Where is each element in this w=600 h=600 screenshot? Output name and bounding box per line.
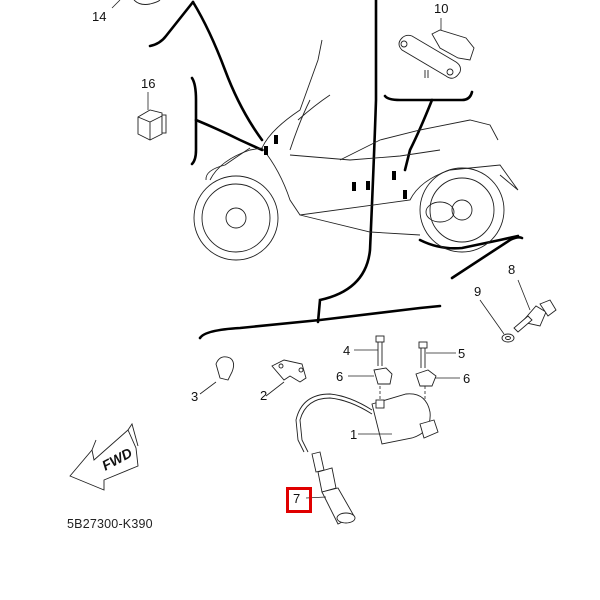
callout-9[interactable]: 9 — [474, 284, 482, 299]
part-14-shape — [133, 0, 161, 5]
callout-5[interactable]: 5 — [458, 346, 466, 361]
part-4-bolt — [354, 335, 385, 366]
callout-8[interactable]: 8 — [508, 262, 516, 277]
part-5-bolt — [418, 341, 456, 368]
scooter-illustration — [193, 39, 519, 261]
callout-1[interactable]: 1 — [350, 427, 358, 442]
part-3-clamp — [199, 356, 235, 395]
part-1-ignition-coil — [295, 393, 439, 453]
callout-3[interactable]: 3 — [191, 389, 199, 404]
part-9-gasket — [479, 299, 515, 343]
callout-4[interactable]: 4 — [343, 343, 351, 358]
callout-6-right[interactable]: 6 — [463, 371, 471, 386]
callout-14[interactable]: 14 — [92, 9, 107, 24]
part-6-nut-a — [348, 367, 393, 385]
part-8-sensor — [513, 279, 557, 333]
part-10-connector — [398, 18, 475, 79]
callout-2[interactable]: 2 — [260, 388, 268, 403]
highlight-box-part-7 — [286, 487, 312, 513]
part-6-nut-b — [415, 369, 460, 387]
callout-16[interactable]: 16 — [141, 76, 156, 91]
callout-7[interactable]: 7 — [293, 491, 301, 506]
catalog-code: 5B27300-K390 — [67, 517, 153, 531]
part-2-bracket — [265, 359, 307, 397]
callout-6-left[interactable]: 6 — [336, 369, 344, 384]
part-7-plug-cap — [305, 451, 356, 525]
fwd-arrow — [69, 422, 139, 491]
callout-10[interactable]: 10 — [434, 1, 449, 16]
part-16-relay — [137, 92, 167, 141]
